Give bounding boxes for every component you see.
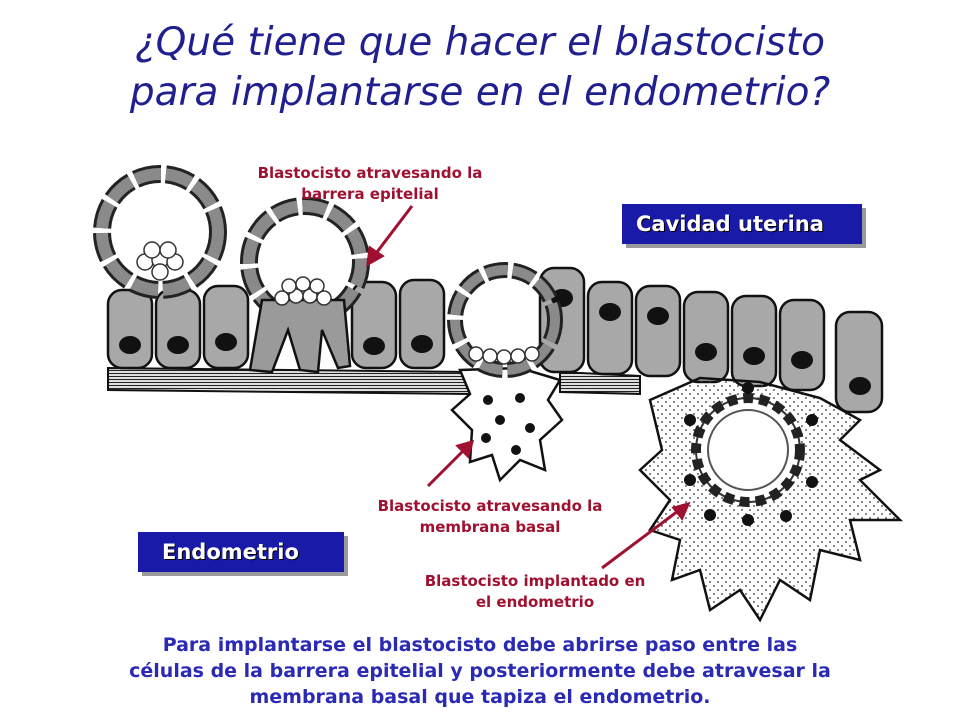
epithelial-cell	[202, 284, 250, 370]
label-epithelial-line-1: Blastocisto atravesando la	[257, 164, 483, 182]
inner-cell-mass	[468, 346, 540, 365]
blastocyst-crossing-basal-membrane	[447, 262, 564, 483]
epithelial-cell	[398, 278, 446, 370]
arrow-implanted	[601, 506, 683, 570]
basal-membrane-right	[559, 370, 641, 396]
inner-cell-mass	[274, 276, 332, 306]
label-epithelial-barrier: Blastocisto atravesando la barrera epite…	[220, 163, 520, 205]
label-implanted-line-1: Blastocisto implantado en	[424, 572, 646, 590]
epithelial-cell	[730, 294, 778, 388]
label-basal-line-1: Blastocisto atravesando la	[377, 497, 603, 515]
arrow-basal	[426, 446, 468, 488]
caption-line-2: células de la barrera epitelial y poster…	[129, 660, 831, 682]
page-title: ¿Qué tiene que hacer el blastocisto para…	[0, 18, 960, 118]
caption-line-3: membrana basal que tapiza el endometrio.	[249, 686, 711, 708]
title-line-2: para implantarse en el endometrio?	[129, 70, 831, 115]
blastocyst-crossing-epithelium	[240, 197, 370, 374]
caption-line-1: Para implantarse el blastocisto debe abr…	[162, 634, 798, 656]
epithelial-cell	[778, 298, 826, 392]
epithelial-cell	[350, 280, 398, 370]
epithelial-cell	[834, 310, 884, 414]
blastocyst-approaching	[93, 165, 227, 299]
invading-cell-mass	[450, 366, 564, 483]
epithelial-cell	[634, 284, 682, 378]
inner-cell-mass	[136, 241, 184, 281]
label-implanted-line-2: el endometrio	[475, 593, 595, 611]
trophoblast-intrusion	[248, 298, 352, 374]
cavity-uterine-box: Cavidad uterina	[622, 204, 862, 244]
epithelial-cell-row	[106, 266, 884, 414]
label-basal-membrane: Blastocisto atravesando la membrana basa…	[340, 496, 640, 538]
label-epithelial-line-2: barrera epitelial	[301, 185, 439, 203]
label-basal-line-2: membrana basal	[419, 518, 561, 536]
arrows	[366, 205, 691, 570]
arrow-epithelial	[372, 205, 414, 257]
epithelial-cell	[586, 280, 634, 376]
title-line-1: ¿Qué tiene que hacer el blastocisto	[134, 20, 826, 65]
caption: Para implantarse el blastocisto debe abr…	[20, 632, 940, 710]
epithelial-cell	[154, 288, 202, 370]
label-implanted: Blastocisto implantado en el endometrio	[385, 571, 685, 613]
endometrium-box: Endometrio	[138, 532, 344, 572]
epithelial-cell	[682, 290, 730, 384]
blastocyst-implanted	[638, 376, 904, 623]
epithelial-cell	[106, 288, 154, 370]
basal-membrane	[107, 366, 471, 396]
